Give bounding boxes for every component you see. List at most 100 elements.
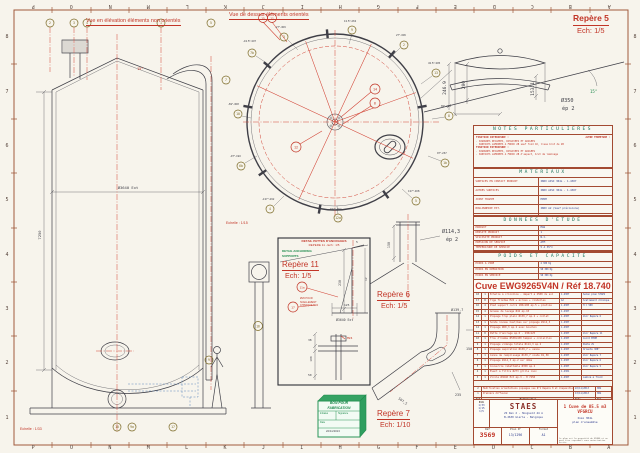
- scale-value: 1/5: [479, 409, 484, 413]
- cell-rep: 17: [474, 298, 482, 303]
- cell-observation: [582, 370, 612, 375]
- svg-text:9a: 9a: [130, 425, 134, 429]
- cell-qty: 8: [482, 298, 489, 303]
- cell-date: 22/11/2013: [574, 387, 596, 392]
- cell-matiere: A2: [560, 298, 582, 303]
- cell-observation: H = 500: [583, 304, 593, 307]
- grid-letter: D: [492, 445, 496, 451]
- r6-dim4: Ø139,7: [451, 307, 463, 312]
- svg-text:11: 11: [270, 16, 274, 20]
- svg-text:5: 5: [415, 199, 417, 203]
- table-row: BOULONNERIE EXT.INOX A2 (Sauf précisions…: [474, 204, 612, 214]
- grid-letter: I: [300, 445, 304, 451]
- cell-matiere: 1.4307: [560, 309, 582, 314]
- nomenclature-row: 9 1 Piquage vidange totale Ø114,3 ép.2 1…: [474, 342, 612, 348]
- repere11-box-title-fr: DETAIL PATTES D'ANCRAGES: [301, 238, 347, 243]
- svg-text:12: 12: [294, 145, 298, 149]
- repere6-drawing: [369, 221, 447, 285]
- product-subtitle-1: Inox 304L: [577, 415, 593, 420]
- angle-label: 157°-262: [330, 207, 342, 211]
- revisions-table: 2 Modification orientations piquages vue…: [473, 386, 613, 400]
- grid-letter: B: [568, 3, 572, 9]
- cell-observation: Selon plan STAES: [583, 293, 606, 296]
- cell-qty: 1: [482, 315, 489, 320]
- scale-value: 1/33: [478, 403, 485, 407]
- cell-observation: Pente 2%: [583, 342, 595, 346]
- grid-number: 1: [633, 414, 637, 421]
- svg-text:3: 3: [283, 35, 285, 39]
- cell-designation: Event à filtre Ø273 grille inox: [489, 370, 560, 375]
- format-cell: Format A1: [530, 426, 558, 445]
- cell-rep: 12: [474, 326, 482, 331]
- cell-rep: 15: [474, 309, 482, 314]
- cell-designation: Anneau de levage Ø42 ép.10: [489, 309, 560, 314]
- red-callout-circles: [258, 13, 381, 313]
- grid-letter: C: [530, 3, 534, 9]
- cell-designation: Trou d'homme Ø530x430 tampon + croisillo…: [489, 337, 560, 342]
- header-date: Date: [574, 397, 596, 399]
- r11-dim12: 12: [364, 277, 368, 281]
- stamp-line2: FABRICATION: [327, 405, 351, 410]
- dim-diameter: Ø3640 Ext: [118, 185, 139, 190]
- hidden-piping: [128, 376, 199, 408]
- cell-rep: 6: [474, 359, 482, 364]
- row-value: EAU: [540, 226, 546, 229]
- grid-letter: M: [146, 3, 150, 9]
- ref-value: 3569: [479, 430, 496, 439]
- cell-designation: Canne de remplissage Ø139,7 coude R1,5D: [489, 353, 560, 358]
- svg-text:9: 9: [351, 28, 353, 32]
- angle-label: 69°-203: [441, 104, 451, 108]
- company-address-2: B-2630 Gierle - Belgique: [504, 414, 543, 419]
- cell-observation: Voir Repère 6: [583, 315, 601, 318]
- angle-label: -27°-306: [275, 25, 286, 29]
- cell-observation: Voir Repère 11: [583, 331, 603, 335]
- grid-letter: K: [223, 445, 227, 451]
- repere11-box-title-fr2: REPERE 11 - Ech : 1/5: [308, 243, 340, 247]
- repere7-scale: Ech: 1/10: [380, 420, 411, 429]
- plan-label: Plan N°: [510, 427, 521, 431]
- cell-designation: Couvercle rabattable Ø350 ép.2: [489, 364, 560, 369]
- grid-letter: F: [415, 3, 419, 9]
- svg-text:15: 15: [261, 16, 265, 20]
- cell-rep: 10: [474, 337, 482, 342]
- notes-section: NOTES PARTICULIERES FINITION INTERIEURE …: [473, 125, 613, 168]
- sheet-frame: [11, 7, 631, 448]
- r6-dim2: ép 2: [446, 236, 458, 243]
- svg-text:17: 17: [171, 425, 175, 429]
- row-label: PRESSION DE SERVICE: [474, 240, 539, 245]
- grid-letter: P: [31, 3, 35, 9]
- cell-designation: Echelle à crinoline - départ à 2500 du s…: [489, 293, 560, 298]
- revision-row: 1 Première diffusion 13/11/2013 SMA: [474, 392, 612, 398]
- r6-dim1: Ø114,3: [442, 228, 460, 235]
- cell-matiere: 1.4307: [560, 342, 582, 347]
- header-modification: Modification: [482, 397, 574, 399]
- stamp-field-signature: Signature: [338, 412, 349, 415]
- row-label: JOINT TRAPPE: [474, 195, 539, 204]
- repere6-scale: Ech: 1/5: [381, 301, 408, 310]
- repere5-drawing: [423, 48, 625, 117]
- repere11-note1: Ø26 POUR: [300, 297, 313, 300]
- cell-qty: 1: [482, 370, 489, 375]
- grid-letter: P: [31, 445, 35, 451]
- row-label: SURFACES EN CONTACT PRODUIT: [474, 178, 539, 186]
- nomenclature-row: 13 1 Sonde niveau haut/bas sur piquage Ø…: [474, 320, 612, 326]
- main-title: Cuve EWG9265V4N / Réf 18.740: [473, 280, 613, 293]
- row-value: 185 m3/h: [539, 251, 613, 252]
- product-cell: 1 Cuve de 85.5 m3 VFGRCU Inox 304L plan …: [558, 400, 612, 437]
- row-label: DEBIT REMPLISSAGE/SOUTIRAGE: [474, 250, 539, 251]
- stamp-field-initiales: Initiales: [320, 412, 329, 415]
- row-label: DENSITE PRODUIT: [474, 230, 539, 235]
- cell-designation: Virole Ø3640 Ext ép.3 - H 7250: [489, 375, 560, 380]
- nomenclature-row: 4 1 Event à filtre Ø273 grille inox 1.43…: [474, 370, 612, 376]
- angle-label: 13.5°-263: [344, 19, 357, 23]
- stamp-date-value: 22/11/2013: [326, 428, 340, 433]
- cell-designation: Piquage vidange totale Ø114,3 ép.2: [489, 342, 560, 347]
- cell-qty: 1: [482, 364, 489, 369]
- dim-height: 7250: [37, 230, 42, 240]
